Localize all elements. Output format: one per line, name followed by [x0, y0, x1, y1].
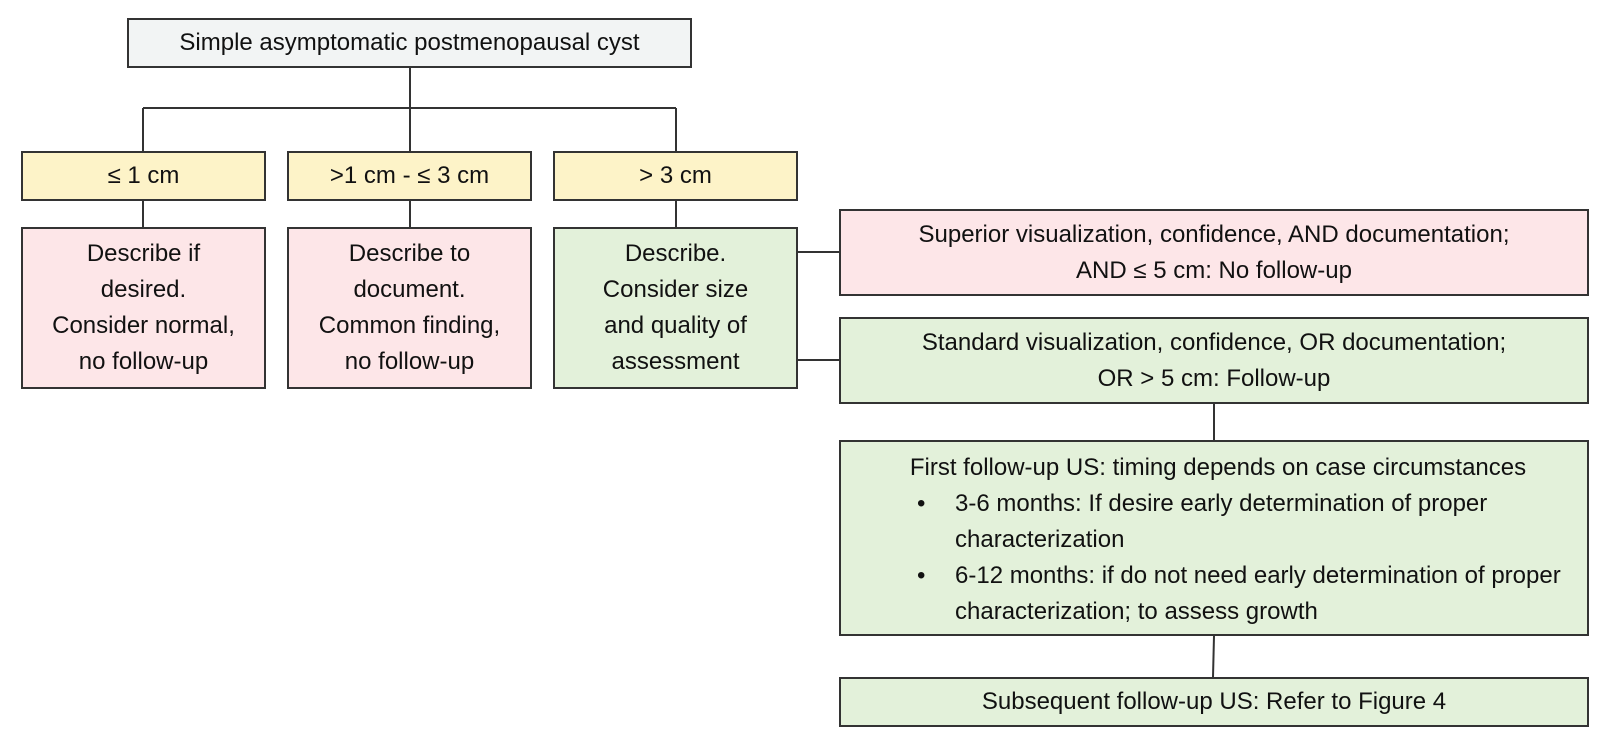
outcome-line: OR > 5 cm: Follow-up — [1097, 364, 1331, 392]
first-followup-node: First follow-up US: timing depends on ca… — [839, 440, 1589, 636]
description-node-le-1cm: Describe if desired. Consider normal, no… — [21, 227, 266, 389]
bullet-icon: • — [917, 490, 926, 517]
description-line: Common finding, — [318, 312, 501, 339]
size-node-le-1cm: ≤ 1 cm — [21, 151, 266, 201]
size-node-1-to-3cm: >1 cm - ≤ 3 cm — [287, 151, 532, 201]
outcome-line: Superior visualization, confidence, AND … — [918, 220, 1510, 248]
bullet-icon: • — [917, 562, 926, 589]
list-item: • 6-12 months: if do not need early dete… — [917, 558, 1577, 630]
outcome-superior-no-followup: Superior visualization, confidence, AND … — [839, 209, 1589, 296]
size-node-gt-3cm: > 3 cm — [553, 151, 798, 201]
outcome-line: AND ≤ 5 cm: No follow-up — [1076, 256, 1352, 284]
subsequent-followup-node: Subsequent follow-up US: Refer to Figure… — [839, 677, 1589, 727]
description-line: Describe to — [348, 240, 471, 267]
description-line: and quality of — [604, 312, 747, 339]
list-item: • 3-6 months: If desire early determinat… — [917, 486, 1577, 558]
description-line: Describe. — [624, 240, 727, 267]
description-line: desired. — [100, 276, 187, 303]
description-node-gt-3cm: Describe. Consider size and quality of a… — [553, 227, 798, 389]
description-line: assessment — [611, 348, 740, 375]
root-label: Simple asymptomatic postmenopausal cyst — [179, 29, 640, 56]
size-label: > 3 cm — [639, 162, 712, 189]
size-label: >1 cm - ≤ 3 cm — [329, 162, 490, 189]
subsequent-followup-label: Subsequent follow-up US: Refer to Figure… — [981, 688, 1447, 715]
root-node: Simple asymptomatic postmenopausal cyst — [127, 18, 692, 68]
description-node-1-to-3cm: Describe to document. Common finding, no… — [287, 227, 532, 389]
description-line: no follow-up — [344, 348, 475, 375]
description-line: Describe if — [86, 240, 201, 267]
size-label: ≤ 1 cm — [107, 162, 180, 189]
outcome-line: Standard visualization, confidence, OR d… — [921, 328, 1507, 356]
description-line: Consider size — [602, 276, 749, 303]
description-line: Consider normal, — [52, 312, 235, 339]
list-item-text: 3-6 months: If desire early determinatio… — [955, 490, 1488, 553]
first-followup-list: • 3-6 months: If desire early determinat… — [859, 486, 1577, 630]
list-item-text: 6-12 months: if do not need early determ… — [955, 562, 1561, 625]
outcome-standard-followup: Standard visualization, confidence, OR d… — [839, 317, 1589, 404]
description-line: document. — [353, 276, 466, 303]
description-line: no follow-up — [78, 348, 209, 375]
connector-firstfu-subsequent — [1212, 635, 1215, 678]
first-followup-title: First follow-up US: timing depends on ca… — [909, 454, 1527, 481]
